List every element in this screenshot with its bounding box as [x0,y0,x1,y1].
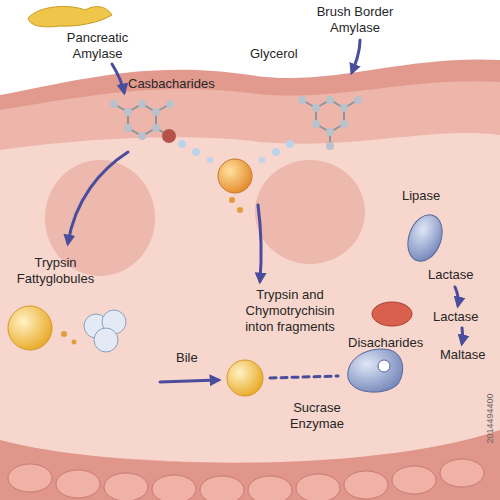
villus [104,473,148,500]
glycerol-molecule [298,96,362,150]
sucrase-enzyme [348,349,403,392]
villus [200,476,244,500]
molecule-label: Disacharides [348,335,438,351]
carbohydrate-molecule [110,100,176,143]
atom [340,104,348,112]
enzyme-label: Brush Border Amylase [305,4,405,36]
atom [354,96,362,104]
atom [312,104,320,112]
atom [152,108,160,116]
atom [124,108,132,116]
bubble [286,140,294,148]
bubble [178,140,186,148]
atom [312,120,320,128]
molecule-bonds [114,104,170,136]
atom [326,96,334,104]
watermark: 2014494400 [485,369,496,469]
villus [392,466,436,494]
atom [110,100,118,108]
villus [8,464,52,492]
lumen [0,133,500,463]
atom [326,128,334,136]
villus [296,474,340,500]
bile-droplet [227,360,263,396]
fat-globule [8,306,52,350]
atom [138,100,146,108]
arrow [455,287,458,305]
intestine-wall [0,59,500,500]
bubble [259,157,265,163]
enzyme-label: Lactase [428,267,490,283]
enzyme-label: Pancreatic Amylase [55,30,140,62]
arrow [461,328,465,343]
villi [8,459,484,500]
micelle [218,159,252,193]
active-site [378,360,390,372]
enzyme-dot [162,129,176,143]
enzyme-label: Lipase [402,188,472,204]
villus [152,475,196,500]
crypt [255,160,365,264]
dashed-arrow [270,376,338,378]
droplet [61,331,67,337]
droplet [237,207,243,213]
atom [340,120,348,128]
molecule-label: Glycerol [250,46,320,62]
enzyme-label: Maltase [440,347,496,363]
molecule-bonds [302,100,358,144]
arrow [258,205,261,281]
arrow [112,64,124,92]
atom [124,124,132,132]
pancreas [28,6,112,26]
villus [56,470,100,498]
arrow [352,40,360,72]
arrows [68,40,463,382]
atom [298,96,306,104]
atom [138,132,146,140]
droplet [72,340,77,345]
protein-blob [94,328,118,352]
atom [326,142,334,150]
bubble [272,148,280,156]
droplet [229,197,235,203]
arrow [160,380,218,382]
process-label: Trypsin Fattyglobules [8,255,103,287]
process-label: Trypsin and Chymotrychisin inton fragmen… [230,287,350,335]
bubble [192,148,200,156]
enzyme-label: Sucrase Enzymae [272,400,362,432]
atom [166,100,174,108]
lipase-enzyme [402,210,448,266]
villus [248,476,292,500]
molecule-label: Casbacharides [128,76,238,92]
atom [152,124,160,132]
villus [344,471,388,499]
protein-cluster [61,310,126,352]
disaccharide-molecule [372,302,412,326]
arrow [68,152,128,243]
enzyme-label: Lactase [433,309,491,325]
villus [440,459,484,487]
mucosa-layer [0,81,500,500]
substance-label: Bile [176,350,226,366]
bubble-trail [178,140,294,213]
bubble [207,157,213,163]
